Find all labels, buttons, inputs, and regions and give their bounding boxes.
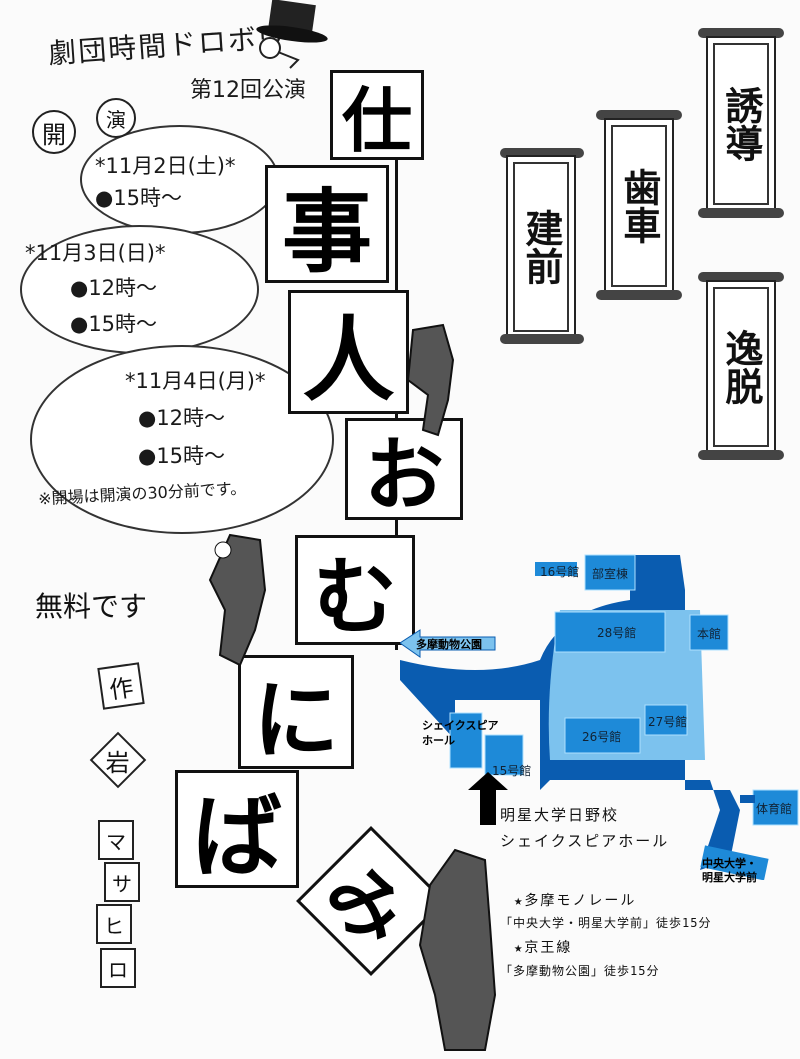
author-label: 作 — [97, 662, 145, 710]
title-char: 仕 — [330, 70, 424, 162]
schedule-time: ●15時〜 — [138, 444, 226, 468]
schedule-cloud-3 — [30, 345, 334, 534]
scroll-rod — [596, 290, 682, 300]
performance-number: 第12回公演 — [190, 78, 306, 103]
map-label-gym: 体育館 — [756, 802, 793, 816]
map-building — [689, 614, 729, 651]
scroll-rod — [500, 334, 584, 344]
scroll-text: 建前 — [518, 209, 564, 285]
scroll-haguruma: 歯車 — [604, 118, 674, 294]
arrow-up-icon — [468, 772, 508, 825]
arrow-left-icon — [400, 629, 496, 658]
map-label-27: 27号館 — [648, 715, 688, 729]
map-building — [644, 704, 688, 736]
station-label-line: 明星大学前 — [702, 871, 757, 885]
schedule-date-3: *11月4日(月)* — [125, 369, 266, 393]
title-char: 事 — [265, 165, 389, 285]
title-char: ば — [175, 770, 299, 890]
title-char: む — [295, 535, 415, 646]
map-label-15: 15号館 — [492, 764, 532, 778]
schedule-time: ●15時〜 — [95, 186, 183, 210]
map-building — [484, 734, 524, 776]
campus-map — [400, 554, 799, 880]
access-line: ★多摩モノレール — [514, 893, 637, 909]
ninja-figure-icon — [406, 323, 455, 437]
scroll-text: 逸脱 — [718, 329, 764, 405]
scroll-rod — [698, 28, 784, 38]
title-char: 人 — [288, 290, 409, 414]
scroll-itsudatsu: 逸脱 — [706, 280, 776, 454]
access-line: ★京王線 — [514, 940, 573, 956]
access-detail: 「中央大学・明星大学前」徒歩15分 — [500, 916, 712, 930]
author-name-char: サ — [104, 862, 140, 902]
map-building — [449, 712, 483, 769]
map-label-zoo: 多摩動物公園 — [416, 638, 482, 651]
map-label-main: 本館 — [697, 627, 722, 641]
map-station — [700, 845, 769, 880]
schedule-time: ●12時〜 — [138, 406, 226, 430]
map-label-club: 部室棟 — [592, 567, 629, 581]
scroll-text: 誘導 — [718, 86, 764, 162]
map-building — [584, 554, 636, 591]
map-label-hall: シェイクスピアホール — [422, 718, 498, 749]
schedule-date-1: *11月2日(土)* — [95, 154, 236, 178]
author-name-char: ロ — [100, 948, 136, 988]
map-building — [752, 789, 799, 826]
schedule-label-en: 演 — [96, 98, 136, 138]
scroll-tatemae: 建前 — [506, 155, 576, 339]
map-building — [564, 717, 641, 754]
venue-line2: シェイクスピアホール — [500, 832, 670, 850]
admission-free: 無料です — [35, 590, 148, 623]
map-label-16: 16号館 — [540, 565, 580, 579]
ninja-figure-icon — [208, 533, 267, 667]
schedule-time: ●12時〜 — [70, 276, 158, 300]
map-label-28: 28号館 — [597, 626, 637, 640]
scroll-rod — [698, 208, 784, 218]
map-label-26: 26号館 — [582, 730, 622, 744]
scroll-rod — [500, 148, 584, 158]
scroll-rod — [698, 272, 784, 282]
scroll-rod — [596, 110, 682, 120]
map-building — [740, 795, 755, 803]
hall-label-line: ホール — [422, 734, 455, 748]
station-label-line: 中央大学・ — [702, 857, 757, 870]
scroll-rod — [698, 450, 784, 460]
venue-line1: 明星大学日野校 — [500, 806, 620, 824]
scroll-yuudou: 誘導 — [706, 36, 776, 212]
author-name-char: ヒ — [96, 904, 132, 944]
access-detail: 「多摩動物公園」徒歩15分 — [500, 964, 660, 978]
author-name-char: 岩 — [106, 748, 130, 777]
map-building — [535, 562, 577, 576]
scroll-text: 歯車 — [616, 168, 662, 244]
schedule-date-2: *11月3日(日)* — [25, 241, 166, 265]
hall-label-line: シェイクスピア — [422, 719, 499, 732]
schedule-time: ●15時〜 — [70, 312, 158, 336]
ninja-figure-icon — [418, 848, 497, 1051]
top-hat-character-icon — [256, 0, 328, 69]
schedule-label-kai: 開 — [32, 110, 76, 154]
author-name-char: マ — [98, 820, 134, 860]
schedule-cloud-2 — [20, 225, 259, 354]
map-label-station: 中央大学・明星大学前 — [702, 857, 757, 886]
title-char: お — [345, 418, 463, 522]
map-building — [554, 611, 666, 653]
title-char: に — [238, 655, 354, 771]
author-name-char-diamond: 岩 — [89, 731, 147, 789]
